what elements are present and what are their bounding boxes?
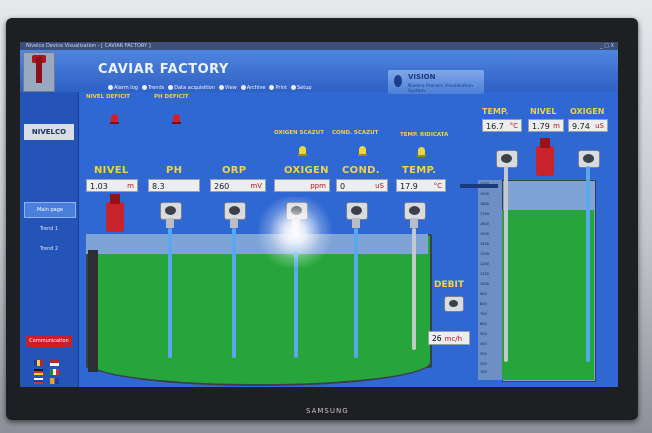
temp-probe-icon xyxy=(404,202,426,220)
app-logo xyxy=(23,52,55,92)
tank2-oxygen-label: OXIGEN xyxy=(570,107,605,116)
orp-probe-rod xyxy=(232,228,236,358)
print-icon xyxy=(269,85,275,90)
alarm-siren-icon xyxy=(110,112,119,124)
archive-icon xyxy=(240,85,246,90)
param-label-temp: TEMP. xyxy=(402,165,437,176)
flag-icon[interactable] xyxy=(34,378,43,384)
tank2-nivel-label: NIVEL xyxy=(530,107,557,116)
communication-button[interactable]: Communication xyxy=(26,336,72,347)
level-sensor-icon xyxy=(106,194,124,232)
nav-trend-1[interactable]: Trend 1 xyxy=(39,226,59,232)
setup-icon xyxy=(291,85,296,90)
menu-archive[interactable]: Archive xyxy=(240,83,265,92)
tank2-oxygen-rod xyxy=(586,166,590,362)
cond-probe-rod xyxy=(354,228,358,358)
flag-icon[interactable] xyxy=(50,360,59,366)
tank2-level-sensor-icon xyxy=(536,138,554,176)
param-label-nivel: NIVEL xyxy=(94,165,129,176)
flag-icon[interactable] xyxy=(34,360,43,366)
param-label-oxygen: OXIGEN xyxy=(284,165,329,176)
param-label-ph: PH xyxy=(166,165,183,176)
window-titlebar: Nivelco Device Visualisation - [ CAVIAR … xyxy=(20,42,618,50)
value-oxygen: ppm xyxy=(274,179,330,192)
monitor-brand: SAMSUNG xyxy=(306,407,349,415)
alarm-label-ph-deficit: PH DEFICIT xyxy=(154,94,189,100)
inlet-pipe xyxy=(460,184,498,188)
value-ph: 8.3 xyxy=(148,179,200,192)
tank2-scale: 2000 1900 1800 1700 1600 1500 1400 1300 … xyxy=(478,180,502,380)
flag-icon[interactable] xyxy=(34,369,43,375)
alarm-icon xyxy=(108,85,113,90)
value-temp: 17.9°C xyxy=(396,179,446,192)
oxygen-probe-rod xyxy=(294,228,298,358)
param-label-orp: ORP xyxy=(222,165,247,176)
sidebar: NIVELCO Main page Trend 1 Trend 2 Commun… xyxy=(20,92,79,387)
secondary-tank: 2000 1900 1800 1700 1600 1500 1400 1300 … xyxy=(478,180,596,382)
flag-icon[interactable] xyxy=(50,369,59,375)
menu-alarm-log[interactable]: Alarm log xyxy=(108,83,138,92)
flow-label: DEBIT xyxy=(434,280,464,290)
tank-body xyxy=(86,234,432,368)
alarm-label-nivel-deficit: NIVEL DEFICIT xyxy=(86,94,131,100)
level-scale xyxy=(88,250,98,372)
tank2-temp-label: TEMP. xyxy=(482,107,509,116)
alarm-label-oxygen: OXIGEN SCAZUT xyxy=(274,130,325,136)
toolbar-menu: Alarm log Trends Data acquisition View A… xyxy=(108,83,312,92)
window-controls[interactable]: _ □ X xyxy=(600,43,614,49)
main-tank xyxy=(86,234,432,387)
menu-print[interactable]: Print xyxy=(269,83,287,92)
app-title: CAVIAR FACTORY xyxy=(98,62,229,77)
temp-probe-rod xyxy=(412,228,416,350)
alarm-siren-icon xyxy=(358,144,367,156)
tank-air xyxy=(86,234,428,254)
vision-badge: VISION Nivelco Process Visualisation Sys… xyxy=(388,70,484,94)
menu-data-acquisition[interactable]: Data acquisition xyxy=(168,83,215,92)
flag-icon[interactable] xyxy=(50,378,59,384)
nivelco-logo: NIVELCO xyxy=(24,124,74,140)
alarm-label-temp: TEMP. RIDICATA xyxy=(400,132,449,138)
alarm-siren-icon xyxy=(417,145,426,157)
param-label-cond: COND. xyxy=(342,165,380,176)
menu-view[interactable]: View xyxy=(218,83,237,92)
ph-probe-rod xyxy=(168,228,172,358)
app-header: CAVIAR FACTORY Alarm log Trends Data acq… xyxy=(20,50,618,94)
tank2-water xyxy=(502,210,594,380)
alarm-siren-icon xyxy=(172,112,181,124)
alarm-label-cond: COND. SCAZUT xyxy=(332,130,379,136)
alarm-siren-icon xyxy=(298,144,307,156)
nav-main-page[interactable]: Main page xyxy=(24,202,76,218)
data-icon xyxy=(168,85,174,90)
nav-trend-2[interactable]: Trend 2 xyxy=(39,246,59,252)
language-flags xyxy=(34,360,60,384)
window-title: Nivelco Device Visualisation - [ CAVIAR … xyxy=(26,43,151,49)
drop-icon xyxy=(394,75,402,87)
app-screen: Nivelco Device Visualisation - [ CAVIAR … xyxy=(20,42,618,387)
tank-bottom xyxy=(86,358,432,386)
tank2-probe-rod xyxy=(504,166,508,362)
menu-setup[interactable]: Setup xyxy=(291,83,312,92)
trend-icon xyxy=(141,85,147,90)
flow-meter-icon xyxy=(444,296,464,312)
view-icon xyxy=(218,85,224,90)
menu-trends[interactable]: Trends xyxy=(141,83,164,92)
tank2-temp-value: 16.7°C xyxy=(482,119,522,132)
